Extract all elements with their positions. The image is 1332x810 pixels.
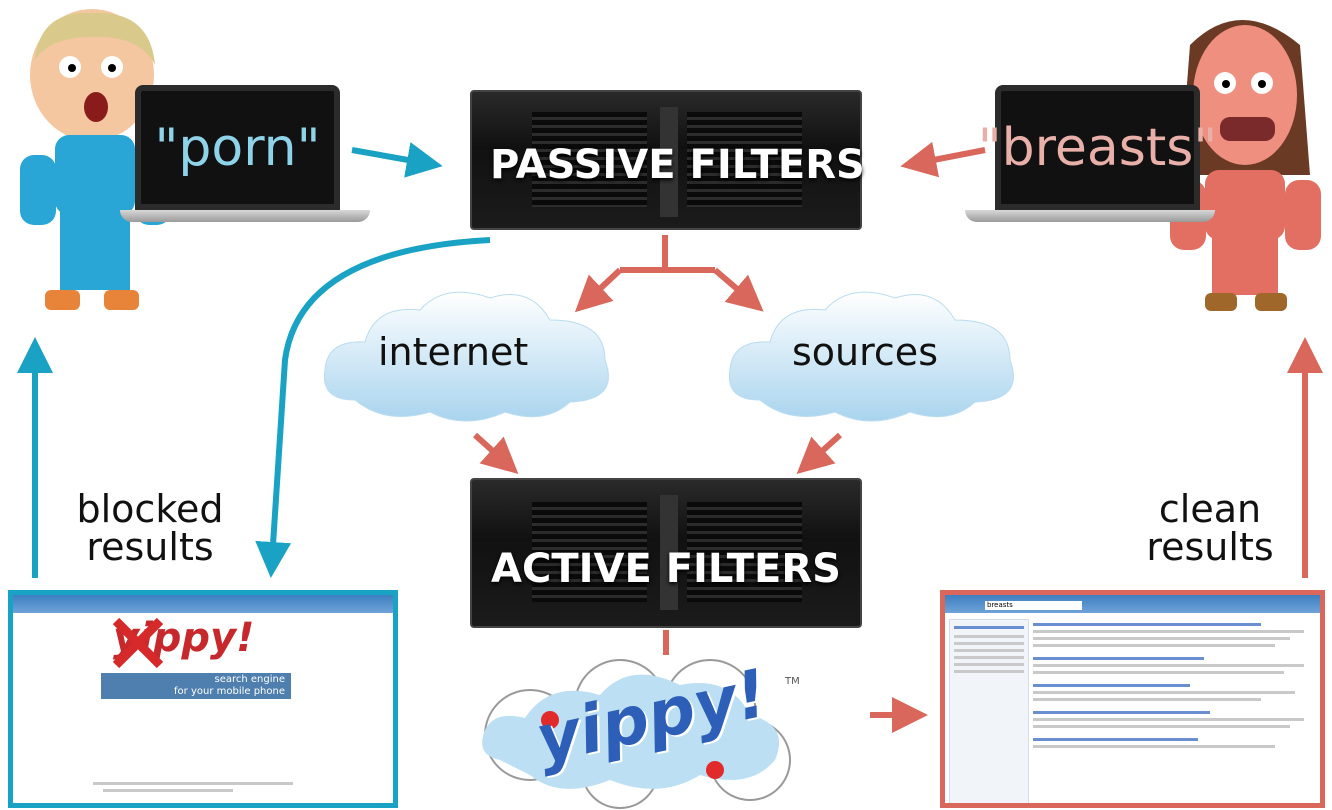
internet-cloud [323, 291, 609, 422]
blocked-results-caption: blocked results [55, 490, 245, 566]
internet-to-active-arrow [472, 432, 519, 475]
mobile-banner: search engine for your mobile phone [101, 673, 291, 699]
to-sources-arrow [713, 267, 764, 312]
passive-filters-server [470, 90, 862, 230]
passive-split-line [620, 235, 668, 273]
browser-toolbar [13, 595, 393, 613]
right-laptop-screen: "breasts" [978, 85, 1217, 210]
banner-line1: search engine [214, 674, 285, 685]
blocked-caption-line1: blocked [76, 487, 224, 531]
blocked-return-curve [255, 237, 491, 578]
yippy-logo-cloud [482, 659, 791, 809]
active-filters-label: ACTIVE FILTERS [491, 546, 841, 592]
clean-results-browser: breasts [940, 590, 1325, 808]
banner-line2: for your mobile phone [174, 686, 285, 697]
clean-caption-line2: results [1146, 525, 1274, 569]
yippy-trademark: TM [785, 676, 800, 687]
blocked-results-browser: yippy! search engine for your mobile pho… [8, 590, 398, 808]
active-filters-server [470, 478, 862, 628]
clean-results-caption: clean results [1125, 490, 1295, 566]
clean-query-arrow [900, 141, 986, 178]
clean-sidebar [949, 619, 1029, 803]
internet-label: internet [378, 330, 529, 374]
block-x-icon [112, 617, 164, 669]
clean-results-list [1033, 619, 1318, 752]
clean-search-field: breasts [985, 601, 1082, 610]
to-internet-arrow [574, 267, 623, 313]
left-laptop-screen: "porn" [135, 85, 340, 210]
left-query-text: "porn" [154, 117, 321, 178]
clean-caption-line1: clean [1158, 487, 1262, 531]
sources-cloud [728, 291, 1014, 422]
passive-filters-label: PASSIVE FILTERS [490, 142, 865, 188]
right-query-text: "breasts" [977, 117, 1218, 178]
blocked-caption-line2: results [86, 525, 214, 569]
right-laptop-base [965, 210, 1215, 222]
boy-character [20, 9, 171, 310]
blocked-query-arrow [351, 142, 443, 178]
sources-label: sources [792, 330, 938, 374]
left-laptop-base [120, 210, 370, 222]
sources-to-active-arrow [796, 432, 843, 475]
